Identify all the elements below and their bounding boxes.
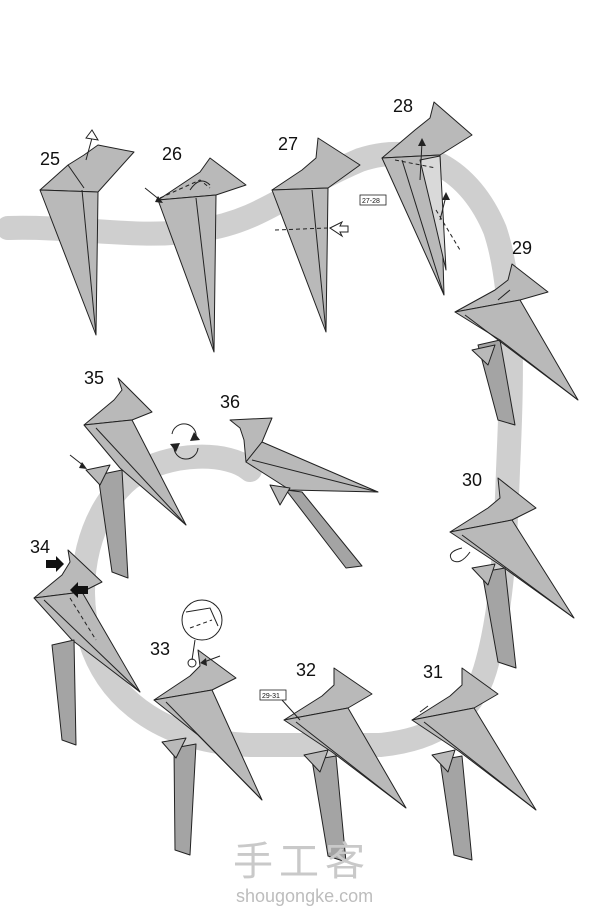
crease-line [295, 721, 407, 809]
model-foot [431, 749, 456, 773]
model-body [411, 707, 537, 811]
valley-fold-line [69, 597, 97, 641]
model-body [271, 187, 329, 333]
model-foot [85, 464, 111, 486]
step-34: 34 [30, 537, 141, 746]
reference-box [359, 194, 387, 206]
rotate-model-icon [170, 423, 200, 460]
step-29: 29 [454, 238, 579, 426]
model-body [283, 707, 407, 809]
crease-line [401, 159, 445, 296]
model-body [245, 441, 379, 493]
lift-arrow-icon [85, 129, 99, 141]
valley-fold-line [159, 179, 211, 199]
step-27: 27 [271, 134, 361, 333]
step-28: 28 27-28 [359, 96, 473, 296]
step-30: 30 [449, 470, 575, 669]
model-foot [303, 749, 329, 773]
push-arrow-icon [70, 582, 88, 598]
reference-label: 27-28 [362, 198, 380, 205]
reference-label: 29-31 [262, 693, 280, 700]
detail-leader-line [191, 639, 196, 661]
crease-line [497, 289, 511, 301]
crease-line [67, 164, 85, 189]
push-arrow-shaft [203, 655, 221, 663]
model-tail [51, 639, 77, 746]
push-arrow-icon [79, 462, 87, 469]
model-foot [161, 737, 187, 759]
crease-line [43, 599, 141, 693]
swivel-arrow-curve [449, 547, 471, 563]
step-36: 36 [220, 392, 379, 569]
model-tail [439, 755, 473, 861]
step-number: 31 [423, 662, 443, 682]
detail-magnifier [181, 599, 223, 641]
step-number: 28 [393, 96, 413, 116]
model-head [157, 157, 247, 201]
crease-line [423, 721, 537, 811]
detail-fold-line [189, 619, 213, 629]
push-arrow-icon [200, 658, 207, 666]
crease-line [311, 189, 327, 333]
lift-arrow-shaft [419, 141, 423, 181]
rotate-arc-top [171, 423, 197, 439]
model-inner-flap [419, 155, 447, 271]
leader-line [281, 699, 301, 721]
valley-fold-line [274, 227, 329, 231]
valley-fold-line [435, 209, 461, 251]
step-number: 27 [278, 134, 298, 154]
step-number: 25 [40, 149, 60, 169]
step-32: 32 29-31 [259, 660, 407, 863]
detail-target-circle [187, 658, 197, 668]
model-body [157, 194, 217, 353]
rotate-arc-bottom [173, 445, 199, 460]
model-foot [471, 344, 496, 366]
crease-line [95, 427, 187, 526]
step-35: 35 [69, 368, 187, 579]
step-26: 26 [144, 144, 247, 353]
detail-crease [185, 607, 219, 627]
step-number: 35 [84, 368, 104, 388]
crease-line [81, 189, 97, 336]
push-arrow-icon [155, 196, 163, 203]
brand-url-text: shougongke.com [236, 886, 373, 906]
reference-box [259, 689, 287, 701]
crease-line [195, 197, 215, 353]
step-number: 33 [150, 639, 170, 659]
crease-line [461, 534, 575, 619]
step-25: 25 [39, 129, 135, 336]
step-31: 31 [411, 662, 537, 861]
model-tail [285, 489, 363, 569]
step-number: 36 [220, 392, 240, 412]
step-33: 33 [150, 599, 263, 856]
small-arrow [419, 705, 429, 713]
model-tail [97, 469, 129, 579]
watermark: 手工客 shougongke.com [233, 839, 373, 906]
rotate-arrowhead [170, 443, 180, 452]
model-tail [481, 567, 517, 669]
rotate-arrowhead [190, 432, 200, 441]
push-arrow-icon [329, 220, 349, 238]
model-foot [269, 484, 291, 506]
model-tail [311, 755, 347, 863]
model-foot [471, 563, 496, 586]
lift-arrow-icon [442, 192, 450, 200]
lift-arrow-icon [418, 138, 426, 146]
step-number: 34 [30, 537, 50, 557]
crease-line [165, 701, 263, 801]
push-arrow-icon [46, 556, 64, 572]
model-body [39, 189, 99, 336]
crease-line [464, 314, 579, 401]
step-number: 32 [296, 660, 316, 680]
lift-arrow-shaft [85, 137, 93, 161]
model-body [449, 519, 575, 619]
step-number: 29 [512, 238, 532, 258]
crease-line [251, 459, 379, 493]
step-number: 26 [162, 144, 182, 164]
step-number: 30 [462, 470, 482, 490]
brand-cn-text: 手工客 [233, 839, 371, 885]
model-tail [173, 743, 197, 856]
fold-arrow-curve [189, 180, 211, 191]
